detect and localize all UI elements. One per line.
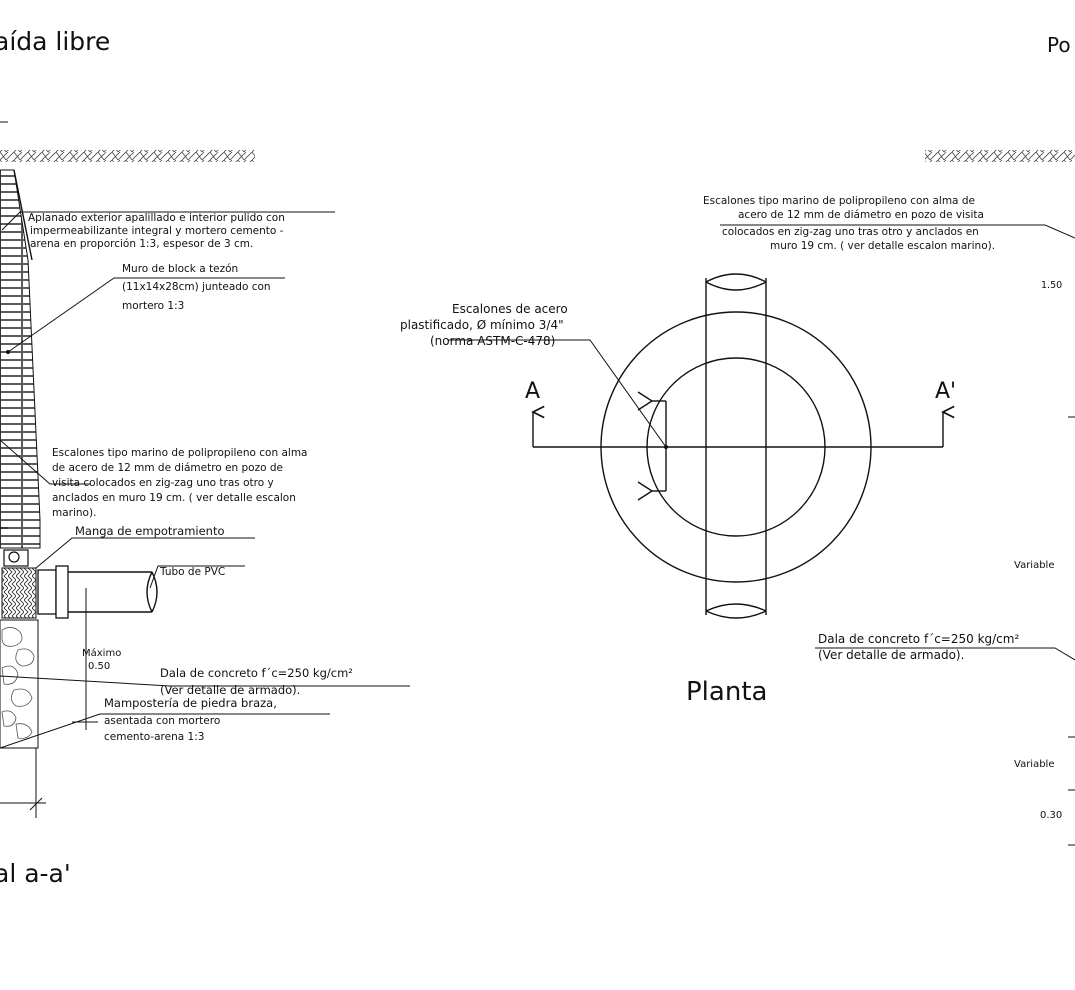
note-muro-2: (11x14x28cm) junteado con [122, 281, 271, 293]
steps-symbol [637, 391, 667, 501]
note-tubo: Tubo de PVC [159, 566, 225, 578]
note-acero-2: plastificado, Ø mínimo 3/4" [400, 318, 564, 332]
ground-hatch-right [925, 150, 1075, 162]
right-partial-view: Po 1.50 Variable Variable 0.30 [925, 33, 1075, 846]
dim-variable-2: Variable [1014, 759, 1055, 770]
pvc-pipe [37, 565, 158, 619]
leader-escalones-marino [720, 224, 1075, 239]
leader-dot-acero [664, 445, 668, 449]
note-mamposteria-3: cemento-arena 1:3 [104, 731, 204, 743]
note-dala-1: Dala de concreto f´c=250 kg/cm² [160, 666, 353, 680]
note-acero-1: Escalones de acero [452, 302, 568, 316]
note-dala-planta-2: (Ver detalle de armado). [818, 648, 964, 662]
note-escalones-1: Escalones tipo marino de polipropileno c… [52, 447, 308, 459]
note-mamposteria-2: asentada con mortero [104, 715, 220, 727]
right-top-title: Po [1047, 33, 1071, 57]
note-escalones-5: marino). [52, 507, 96, 519]
label-a: A [525, 379, 540, 404]
note-dala-2: (Ver detalle de armado). [160, 683, 300, 697]
dim-maximo: Máximo [82, 647, 121, 659]
leader-muro [7, 277, 285, 353]
dim-030: 0.30 [1040, 810, 1062, 821]
note-mamposteria-1: Mampostería de piedra braza, [104, 696, 277, 710]
planta-title: Planta [686, 677, 767, 707]
note-manga: Manga de empotramiento [75, 524, 225, 538]
wall-outer-face [13, 169, 33, 261]
note-aplanado-2: impermeabilizante integral y mortero cem… [30, 225, 284, 237]
note-acero-3: (norma ASTM-C-478) [430, 334, 555, 348]
plan-view: A A' Escalones de acero plastificado, Ø … [400, 195, 1075, 707]
note-muro-3: mortero 1:3 [122, 300, 184, 312]
section-top-title: aída libre [0, 27, 110, 56]
leader-manga [35, 537, 255, 569]
ground-hatch-left [0, 150, 255, 162]
note-marino-1: Escalones tipo marino de polipropileno c… [703, 195, 975, 207]
leader-aplanado [1, 211, 335, 231]
note-escalones-2: de acero de 12 mm de diámetro en pozo de [52, 462, 283, 474]
leader-mamposteria [0, 713, 330, 749]
leader-dala [0, 675, 410, 687]
dim-variable-1: Variable [1014, 560, 1055, 571]
leader-dala-planta [815, 647, 1075, 661]
stone-pattern [1, 627, 35, 739]
note-escalones-4: anclados en muro 19 cm. ( ver detalle es… [52, 492, 296, 504]
pipe-sleeve [1, 567, 37, 619]
note-aplanado-1: Aplanado exterior apalillado e interior … [28, 212, 285, 224]
leader-escalones [0, 439, 90, 485]
note-dala-planta-1: Dala de concreto f´c=250 kg/cm² [818, 632, 1019, 646]
bottom-dim-tick [29, 797, 43, 811]
leader-tubo [149, 565, 245, 589]
note-aplanado-3: arena en proporción 1:3, espesor de 3 cm… [30, 238, 253, 250]
sleeve-ring [8, 551, 20, 563]
note-marino-2: acero de 12 mm de diámetro en pozo de vi… [738, 209, 984, 221]
pipe-top-end-2 [705, 281, 767, 291]
note-marino-4: muro 19 cm. ( ver detalle escalon marino… [770, 240, 995, 252]
note-marino-3: colocados en zig-zag uno tras otro y anc… [722, 226, 979, 238]
leader-dot [6, 350, 10, 354]
label-a-prime: A' [935, 379, 956, 404]
note-escalones-3: visita colocados en zig-zag uno tras otr… [52, 477, 274, 489]
note-muro-1: Muro de block a tezón [122, 263, 238, 275]
pipe-bottom-end [705, 603, 767, 612]
pipe-top-end [705, 273, 767, 283]
section-bottom-title: al a-a' [0, 859, 71, 888]
leader-escalones-acero [448, 339, 667, 448]
section-view: aída libre M [0, 27, 410, 888]
dim-050: 0.50 [88, 661, 110, 672]
pipe-bottom-end-2 [705, 610, 767, 619]
dim-150: 1.50 [1041, 280, 1062, 291]
